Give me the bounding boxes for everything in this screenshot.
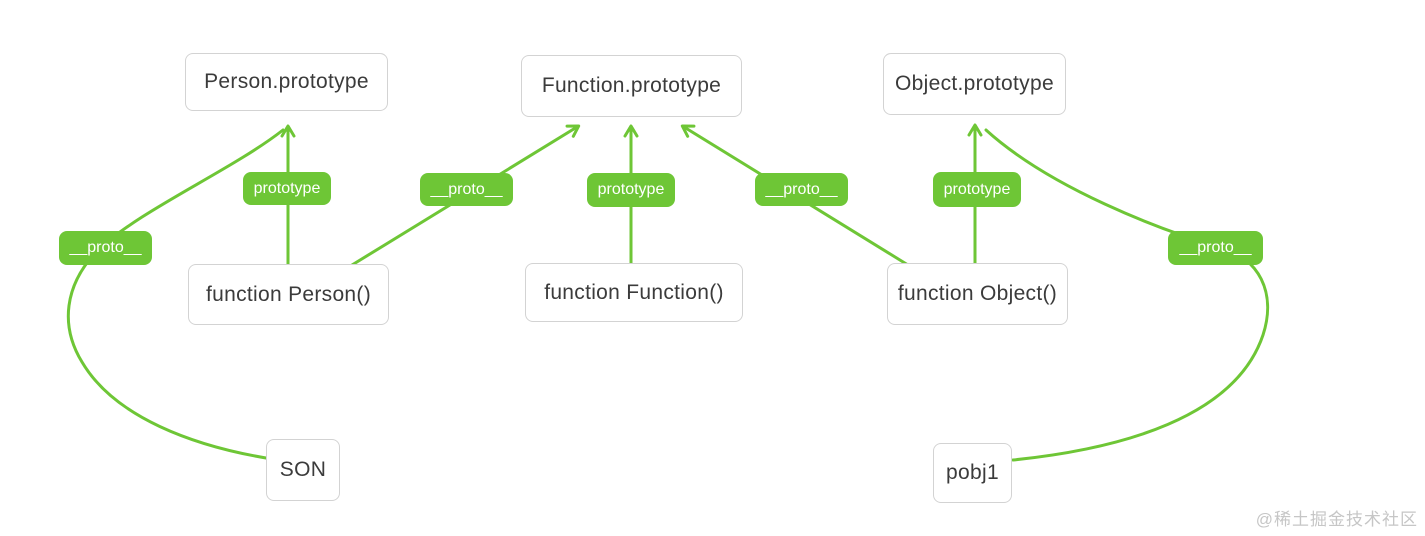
edge-label-object-prototype: prototype xyxy=(933,172,1021,207)
edge-label-text: __proto__ xyxy=(1179,239,1252,256)
edge-label-person-fn-proto: __proto__ xyxy=(420,173,513,206)
node-label: function Object() xyxy=(897,282,1058,305)
edge-label-pobj1-proto: __proto__ xyxy=(1168,231,1263,265)
node-son: SON xyxy=(266,439,340,501)
edge-pobj1-to-object-prototype xyxy=(984,128,1270,462)
edge-label-text: __proto__ xyxy=(765,180,838,198)
edge-label-son-proto: __proto__ xyxy=(59,231,152,265)
node-pobj1: pobj1 xyxy=(933,443,1012,503)
node-label: SON xyxy=(279,458,327,481)
node-object-prototype: Object.prototype xyxy=(883,53,1066,115)
node-function-object: function Object() xyxy=(887,263,1068,325)
node-function-function: function Function() xyxy=(525,263,743,322)
node-person-prototype: Person.prototype xyxy=(185,53,388,111)
edge-label-object-fn-proto: __proto__ xyxy=(755,173,848,206)
edge-label-function-prototype: prototype xyxy=(587,173,675,207)
node-function-prototype: Function.prototype xyxy=(521,55,742,117)
node-label: Object.prototype xyxy=(895,72,1054,95)
node-label: function Person() xyxy=(205,282,371,306)
node-label: pobj1 xyxy=(946,461,999,484)
node-label: Function.prototype xyxy=(541,74,722,97)
node-function-person: function Person() xyxy=(188,264,389,325)
node-label: Person.prototype xyxy=(204,70,369,93)
node-label: function Function() xyxy=(544,280,724,304)
edge-son-to-person-prototype xyxy=(66,128,285,460)
edge-label-text: prototype xyxy=(597,181,665,198)
juejin-watermark: @稀土掘金技术社区 xyxy=(1255,510,1418,529)
edge-label-text: __proto__ xyxy=(69,239,142,256)
edge-label-text: __proto__ xyxy=(430,180,503,198)
edge-label-text: prototype xyxy=(943,180,1011,198)
edge-label-text: prototype xyxy=(253,179,321,197)
edge-label-person-prototype: prototype xyxy=(243,172,331,205)
